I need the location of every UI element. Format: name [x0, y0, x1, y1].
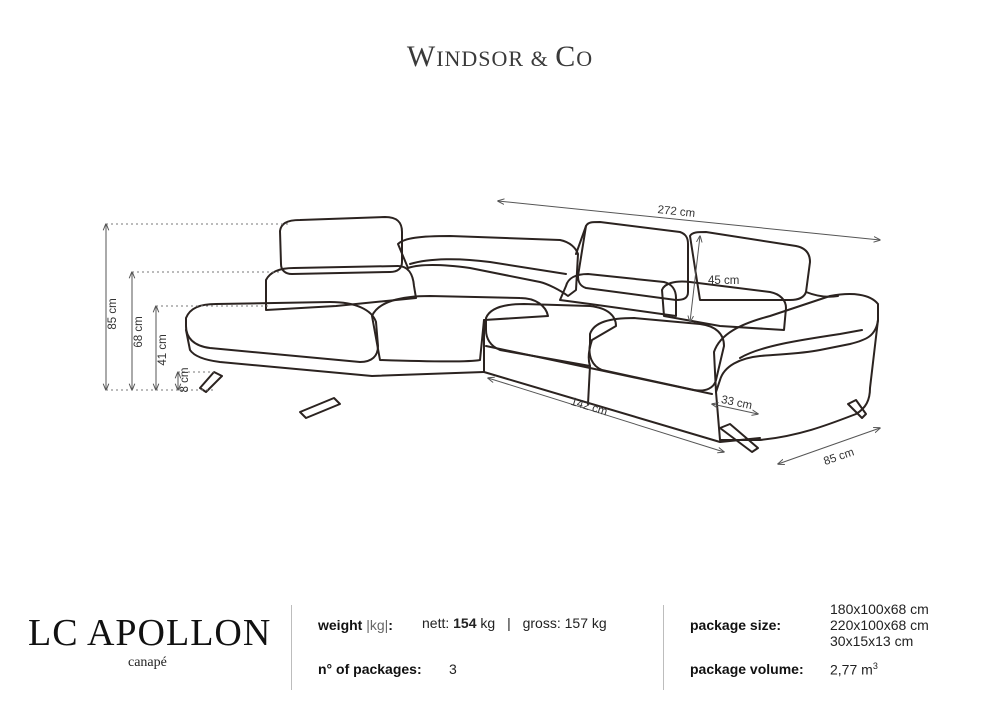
package-volume-number: 2,77 m [830, 661, 873, 678]
sofa-outline [185, 216, 879, 453]
dimension-labels: 85 cm 68 cm 41 cm 8 cm 272 cm 45 cm 142 … [107, 204, 856, 468]
weight-colon: : [388, 617, 393, 633]
dim-45-line [690, 236, 700, 322]
brand-letters: INDSOR [436, 46, 525, 71]
packages-label: n° of packages: [318, 661, 422, 677]
gross-label: gross: [522, 615, 561, 631]
right-armrest-inner [739, 329, 863, 359]
dim-272-line [498, 201, 880, 240]
package-size-2: 220x100x68 cm [830, 617, 929, 633]
package-volume-label: package volume: [690, 661, 804, 677]
leg-3 [719, 423, 759, 453]
left-headrest [279, 216, 403, 275]
dim-45-label: 45 cm [708, 275, 739, 287]
brand-letters: O [576, 46, 594, 71]
brand-letter: C [555, 40, 577, 73]
footer-divider [291, 605, 292, 690]
weight-label-text: weight [318, 617, 363, 633]
dim-85-depth-label: 85 cm [822, 446, 856, 468]
right-armrest-front [715, 319, 879, 441]
dim-142-line [488, 378, 724, 452]
right-base-top [485, 345, 713, 395]
leg-2 [299, 397, 341, 419]
dim-68-label: 68 cm [133, 316, 145, 347]
packages-value: 3 [449, 661, 457, 677]
right-seat-1 [485, 303, 617, 367]
leg-4 [847, 399, 867, 419]
corner-back-fold [409, 258, 567, 275]
dim-41-label: 41 cm [157, 334, 169, 365]
corner-back-panel [397, 235, 579, 297]
package-size-3: 30x15x13 cm [830, 633, 914, 649]
product-type: canapé [128, 655, 167, 670]
right-headrest-1 [577, 221, 689, 301]
weight-label: weight |kg|: [318, 617, 393, 633]
nett-value: 154 [453, 615, 477, 631]
product-name: LC APOLLON [28, 612, 272, 654]
package-size-label: package size: [690, 617, 782, 633]
footer-divider [663, 605, 664, 690]
brand-ampersand: & [524, 46, 556, 71]
weight-unit: |kg| [366, 617, 389, 633]
brand-letter: W [406, 40, 437, 73]
chaise-seat [185, 301, 379, 363]
nett-label: nett: [422, 615, 450, 631]
dim-8-label: 8 cm [179, 368, 191, 393]
right-back-cushion-2 [661, 280, 787, 331]
package-volume-exponent: 3 [872, 661, 878, 671]
dim-85-label: 85 cm [107, 298, 119, 329]
nett-unit: kg [480, 615, 496, 631]
sofa-technical-drawing: 85 cm 68 cm 41 cm 8 cm 272 cm 45 cm 142 … [0, 0, 1000, 468]
weight-values: nett: 154 kg | gross: 157 kg [422, 615, 607, 631]
package-size-1: 180x100x68 cm [830, 601, 929, 617]
leg-1 [199, 371, 223, 393]
chaise-base [185, 329, 485, 377]
brand-logo: WINDSOR & CO [0, 40, 1000, 74]
right-back-edge [805, 291, 839, 298]
dimension-lines [106, 200, 880, 464]
weight-separator: | [507, 615, 511, 631]
right-back-cushion-1 [559, 273, 677, 317]
dim-33-line [712, 404, 758, 414]
package-size-values: 180x100x68 cm 220x100x68 cm 30x15x13 cm [830, 601, 929, 649]
package-volume-value: 2,77 m3 [830, 661, 878, 678]
gross-value: 157 kg [564, 615, 607, 631]
dim-272-label: 272 cm [657, 204, 696, 220]
middle-seat [371, 295, 549, 363]
dim-85-depth-line [778, 428, 880, 464]
right-base-split [587, 365, 591, 405]
right-armrest [713, 293, 879, 393]
